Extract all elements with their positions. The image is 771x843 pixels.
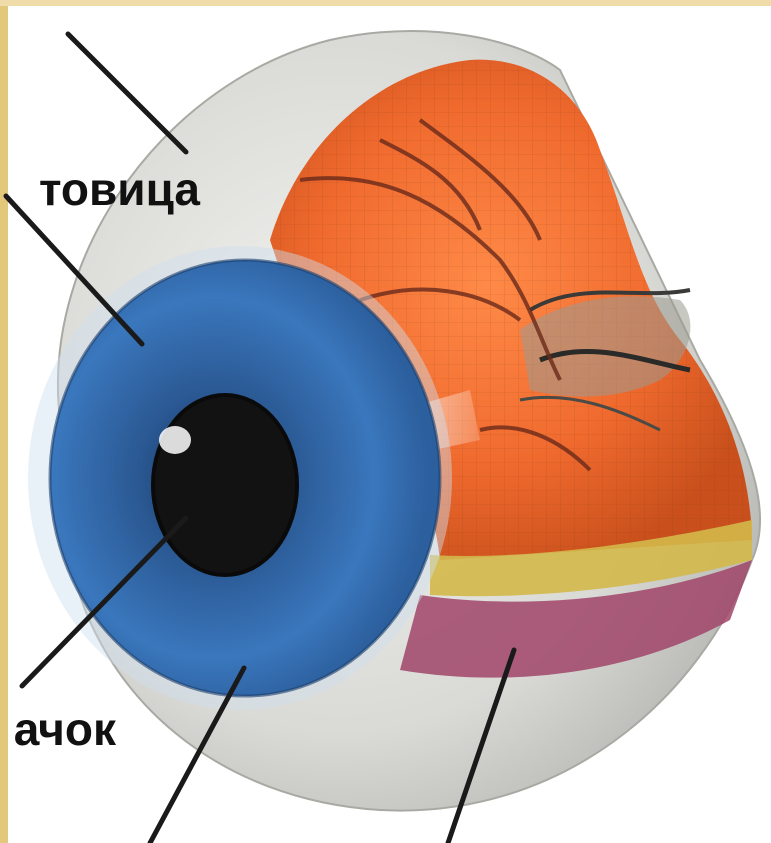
leader-line-sclera — [68, 34, 186, 152]
corneal-glint — [159, 426, 191, 454]
pupil — [153, 395, 297, 575]
label-sclera-partial: товица — [0, 166, 200, 212]
label-pupil-partial: ачок — [0, 706, 116, 752]
